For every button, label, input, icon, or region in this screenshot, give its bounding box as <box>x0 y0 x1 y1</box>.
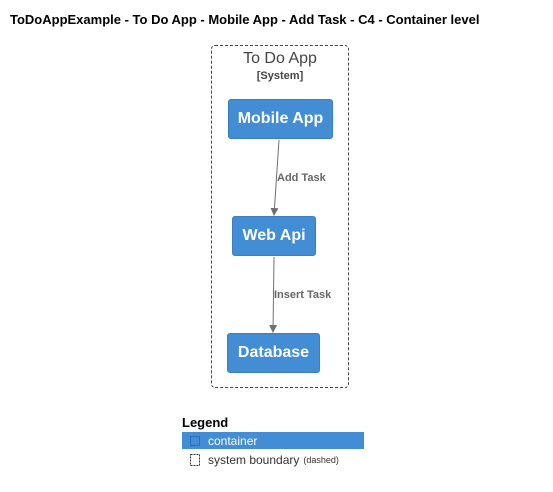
legend-item-system-boundary: system boundary (dashed) <box>182 451 364 468</box>
database-label: Database <box>237 344 310 361</box>
diagram-title: ToDoAppExample - To Do App - Mobile App … <box>10 12 480 27</box>
container-swatch-icon <box>182 435 208 446</box>
edge-api-to-database <box>269 256 278 333</box>
legend-item-label: container <box>208 433 258 448</box>
system-boundary: To Do App [System] <box>211 45 349 388</box>
legend-title: Legend <box>182 415 229 430</box>
mobile-app-label: Mobile App <box>237 110 324 127</box>
edge-label-insert-task: Insert Task <box>274 289 332 301</box>
web-api-label: Web Api <box>242 227 306 244</box>
mobile-app-node[interactable]: Mobile App <box>228 99 333 139</box>
legend-item-label: system boundary <box>208 452 300 467</box>
boundary-name: To Do App <box>243 50 317 67</box>
database-node[interactable]: Database <box>227 333 320 373</box>
edge-mobile-to-api <box>270 139 280 216</box>
edge-label-add-task: Add Task <box>277 172 326 184</box>
web-api-node[interactable]: Web Api <box>232 216 316 256</box>
boundary-swatch-icon <box>182 453 208 466</box>
legend-item-container: container <box>182 432 364 449</box>
legend-item-note: (dashed) <box>303 454 339 465</box>
boundary-type: [System] <box>256 70 304 82</box>
